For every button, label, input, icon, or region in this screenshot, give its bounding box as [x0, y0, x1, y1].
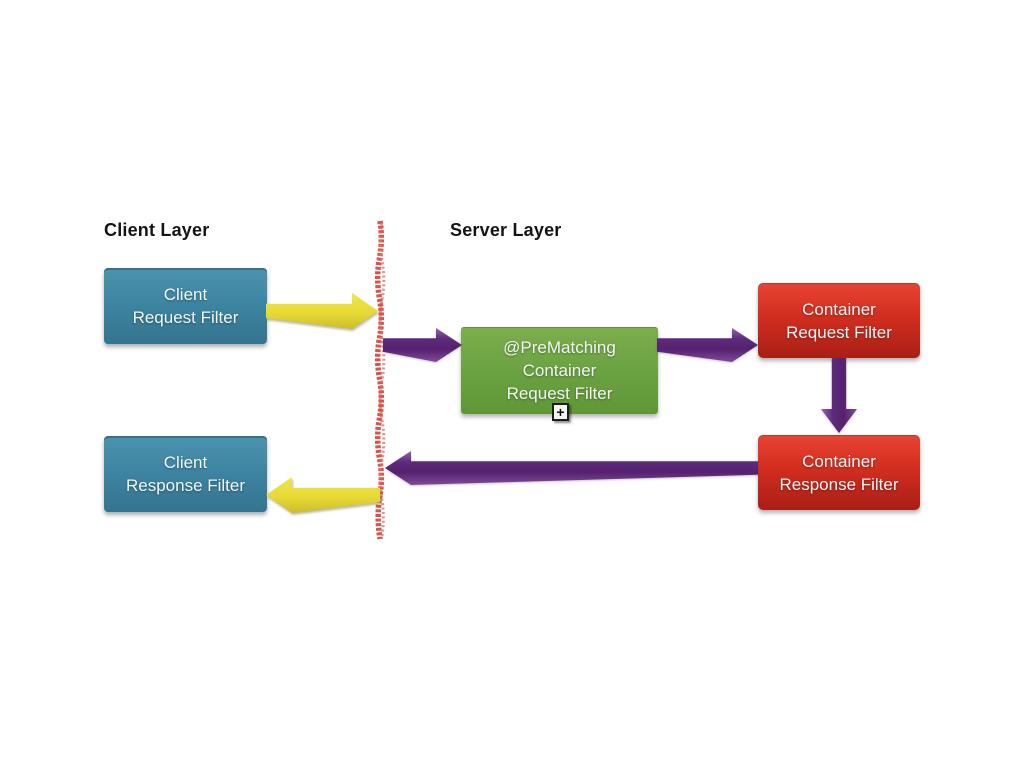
request-to-prematching-arrow — [383, 328, 462, 362]
right-arrow-icon — [657, 328, 758, 362]
prematching-to-container-request-arrow — [657, 328, 758, 362]
client-request-filter-box: Client Request Filter — [104, 268, 267, 344]
client-layer-title: Client Layer — [104, 220, 210, 240]
container-response-return-arrow — [385, 451, 758, 485]
container-request-filter-box: Container Request Filter — [758, 283, 920, 358]
client-response-arrow — [266, 477, 380, 513]
prematching-container-request-filter-box: @PreMatching Container Request Filter — [461, 327, 658, 414]
right-arrow-icon — [383, 328, 462, 362]
container-request-to-response-arrow — [821, 358, 857, 433]
layer-boundary-line — [374, 220, 386, 540]
down-arrow-icon — [821, 358, 857, 433]
client-response-filter-box: Client Response Filter — [104, 436, 267, 512]
left-arrow-icon — [266, 477, 380, 513]
client-request-arrow — [266, 293, 378, 329]
container-response-filter-box: Container Response Filter — [758, 435, 920, 510]
right-arrow-icon — [266, 293, 378, 329]
left-arrow-icon — [385, 451, 758, 485]
server-layer-title: Server Layer — [450, 220, 562, 240]
expand-plus-icon[interactable]: + — [552, 403, 569, 421]
